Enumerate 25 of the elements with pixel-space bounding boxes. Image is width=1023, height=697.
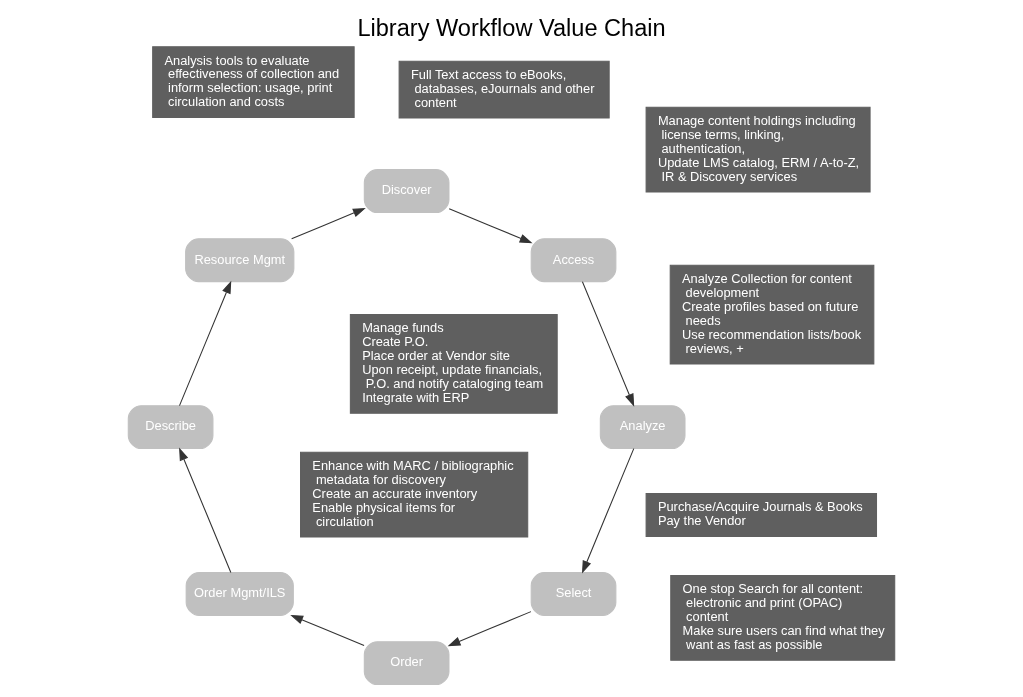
node-box: Discover <box>363 169 450 214</box>
diagram-title: Library Workflow Value Chain <box>357 14 666 41</box>
arrow <box>448 208 533 244</box>
arrow <box>178 280 232 407</box>
node-box: Select <box>530 572 617 616</box>
node-box: Analyze <box>599 405 686 450</box>
arrow <box>179 447 232 574</box>
node-box: One stop Search for all content: electronic and print (OPAC) content Make sure users can find what they want as fast as possible <box>670 575 896 661</box>
node-box: Manage content holdings including license terms, linking, authentication, Update LMS catalog, ERM / A-to-Z, IR & Discovery services <box>645 106 871 193</box>
node-box: Order <box>363 641 450 686</box>
node-box: Order Mgmt/ILS <box>185 572 294 616</box>
node-box: Enhance with MARC / bibliographic metadata for discovery Create an accurate inventory Enable physical items for circulation <box>300 451 529 538</box>
node-box: Describe <box>127 405 214 450</box>
node-box: Access <box>530 238 617 283</box>
node-box: Full Text access to eBooks, databases, eJournals and other content <box>398 60 610 119</box>
node-box: Purchase/Acquire Journals & Books Pay the Vendor <box>645 493 878 537</box>
arrow <box>291 208 366 240</box>
node-box: Manage funds Create P.O. Place order at Vendor site Upon receipt, update financials, P.O. and notify cataloging team Integrate with ERP <box>349 314 558 414</box>
node-box: Analyze Collection for content development Create profiles based on future needs Use recommendation lists/book reviews, + <box>669 264 875 365</box>
arrow <box>582 448 635 574</box>
node-box: Analysis tools to evaluate effectiveness of collection and inform selection: usage, print circulation and costs <box>152 46 355 118</box>
arrow <box>290 614 365 647</box>
arrow <box>447 611 532 647</box>
arrow <box>581 281 635 407</box>
node-box: Resource Mgmt <box>185 238 295 283</box>
